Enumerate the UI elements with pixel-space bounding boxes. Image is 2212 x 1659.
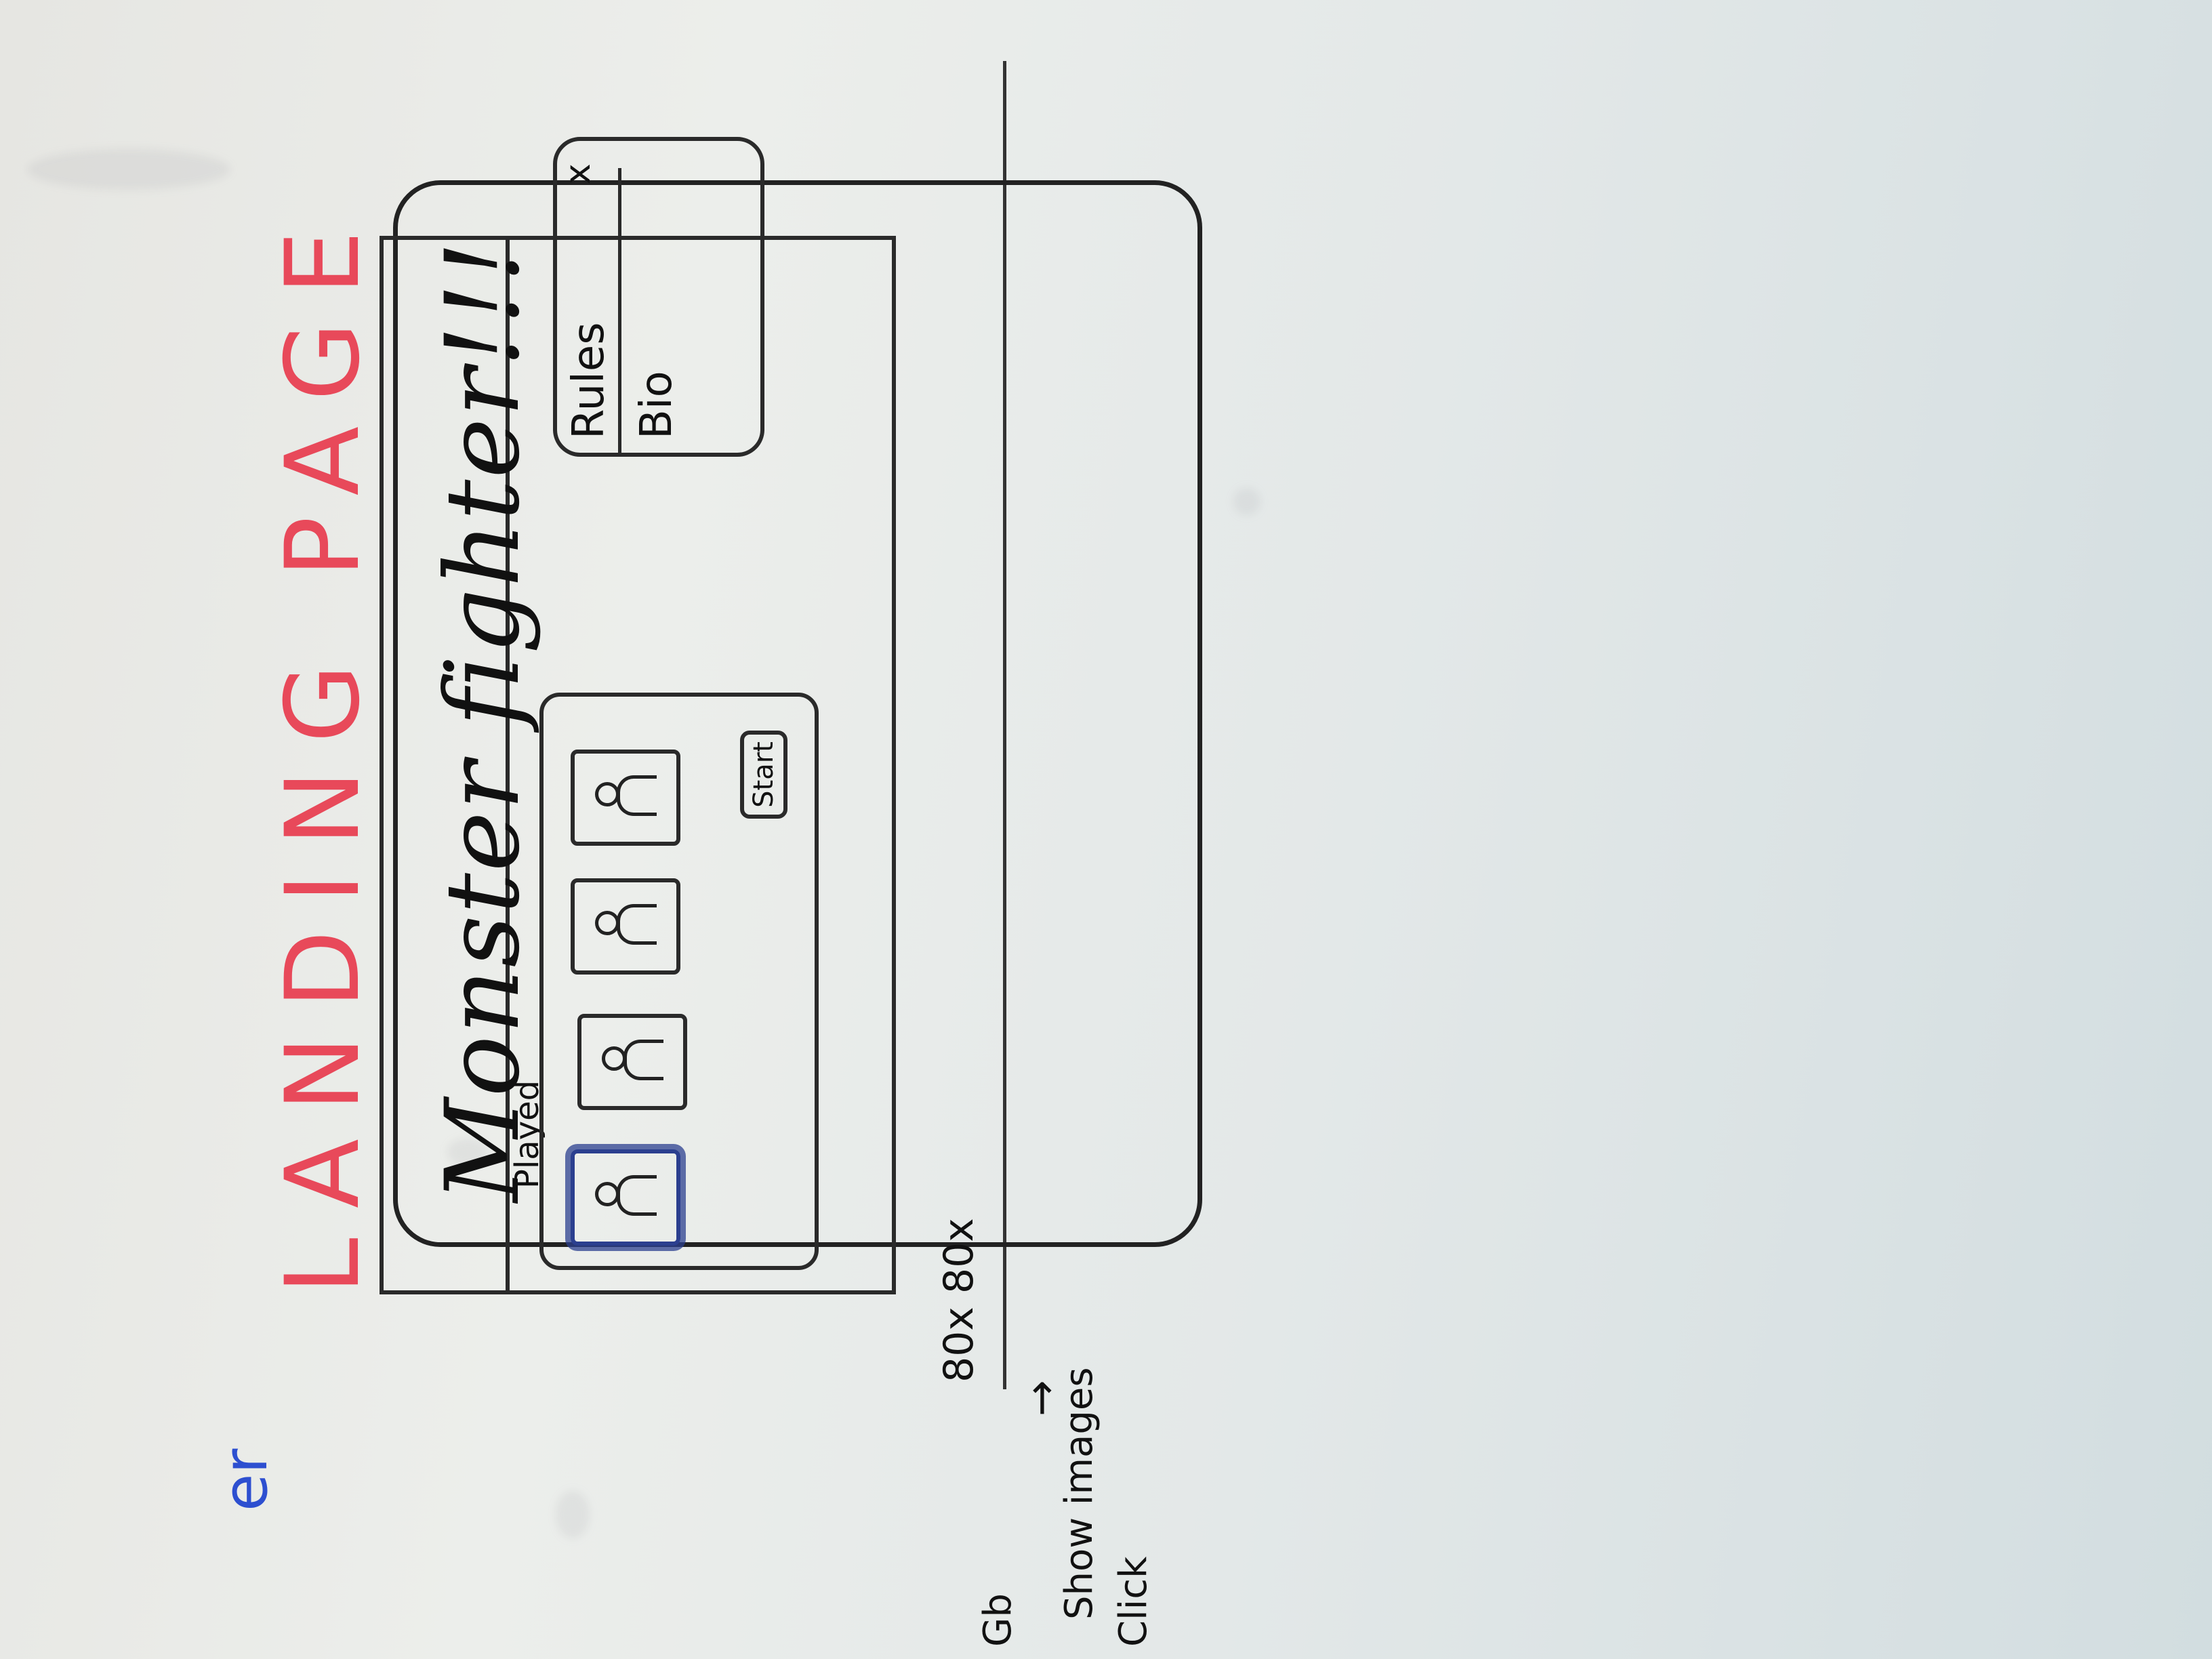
click-note: Click	[1111, 1556, 1155, 1647]
gb-note: Gb	[976, 1593, 1020, 1647]
landing-page-sketch: LANDING PAGE Monster fighter!!! Played S…	[264, 54, 1288, 1647]
page-title: Monster fighter!!!	[424, 240, 542, 1202]
character-thumb[interactable]	[571, 750, 680, 846]
character-icon	[595, 774, 657, 821]
character-thumb-selected[interactable]	[571, 1149, 680, 1246]
smudge	[1233, 488, 1261, 515]
page-frame: Monster fighter!!! Played Start Rules Bi…	[380, 137, 896, 1294]
show-images-note: Show images	[1057, 1367, 1101, 1620]
character-thumb[interactable]	[571, 878, 680, 975]
smudge	[556, 1491, 590, 1538]
character-icon	[595, 1174, 657, 1221]
character-icon	[595, 903, 657, 950]
size-annotation: 80x 80x	[935, 1218, 983, 1382]
smudge	[27, 149, 230, 190]
character-select-panel: Start	[539, 693, 819, 1270]
character-thumb[interactable]	[577, 1014, 687, 1110]
sketch-heading: LANDING PAGE	[264, 203, 382, 1294]
rules-bio-popup: Rules Bio x	[553, 137, 764, 457]
smudge	[447, 1139, 488, 1166]
character-icon	[602, 1038, 663, 1086]
edge-text: er	[210, 1448, 281, 1511]
rules-label[interactable]: Rules	[564, 322, 614, 439]
close-icon[interactable]: x	[557, 159, 599, 188]
start-button[interactable]: Start	[740, 731, 787, 819]
bio-label[interactable]: Bio	[632, 371, 682, 439]
popup-divider	[618, 168, 621, 453]
